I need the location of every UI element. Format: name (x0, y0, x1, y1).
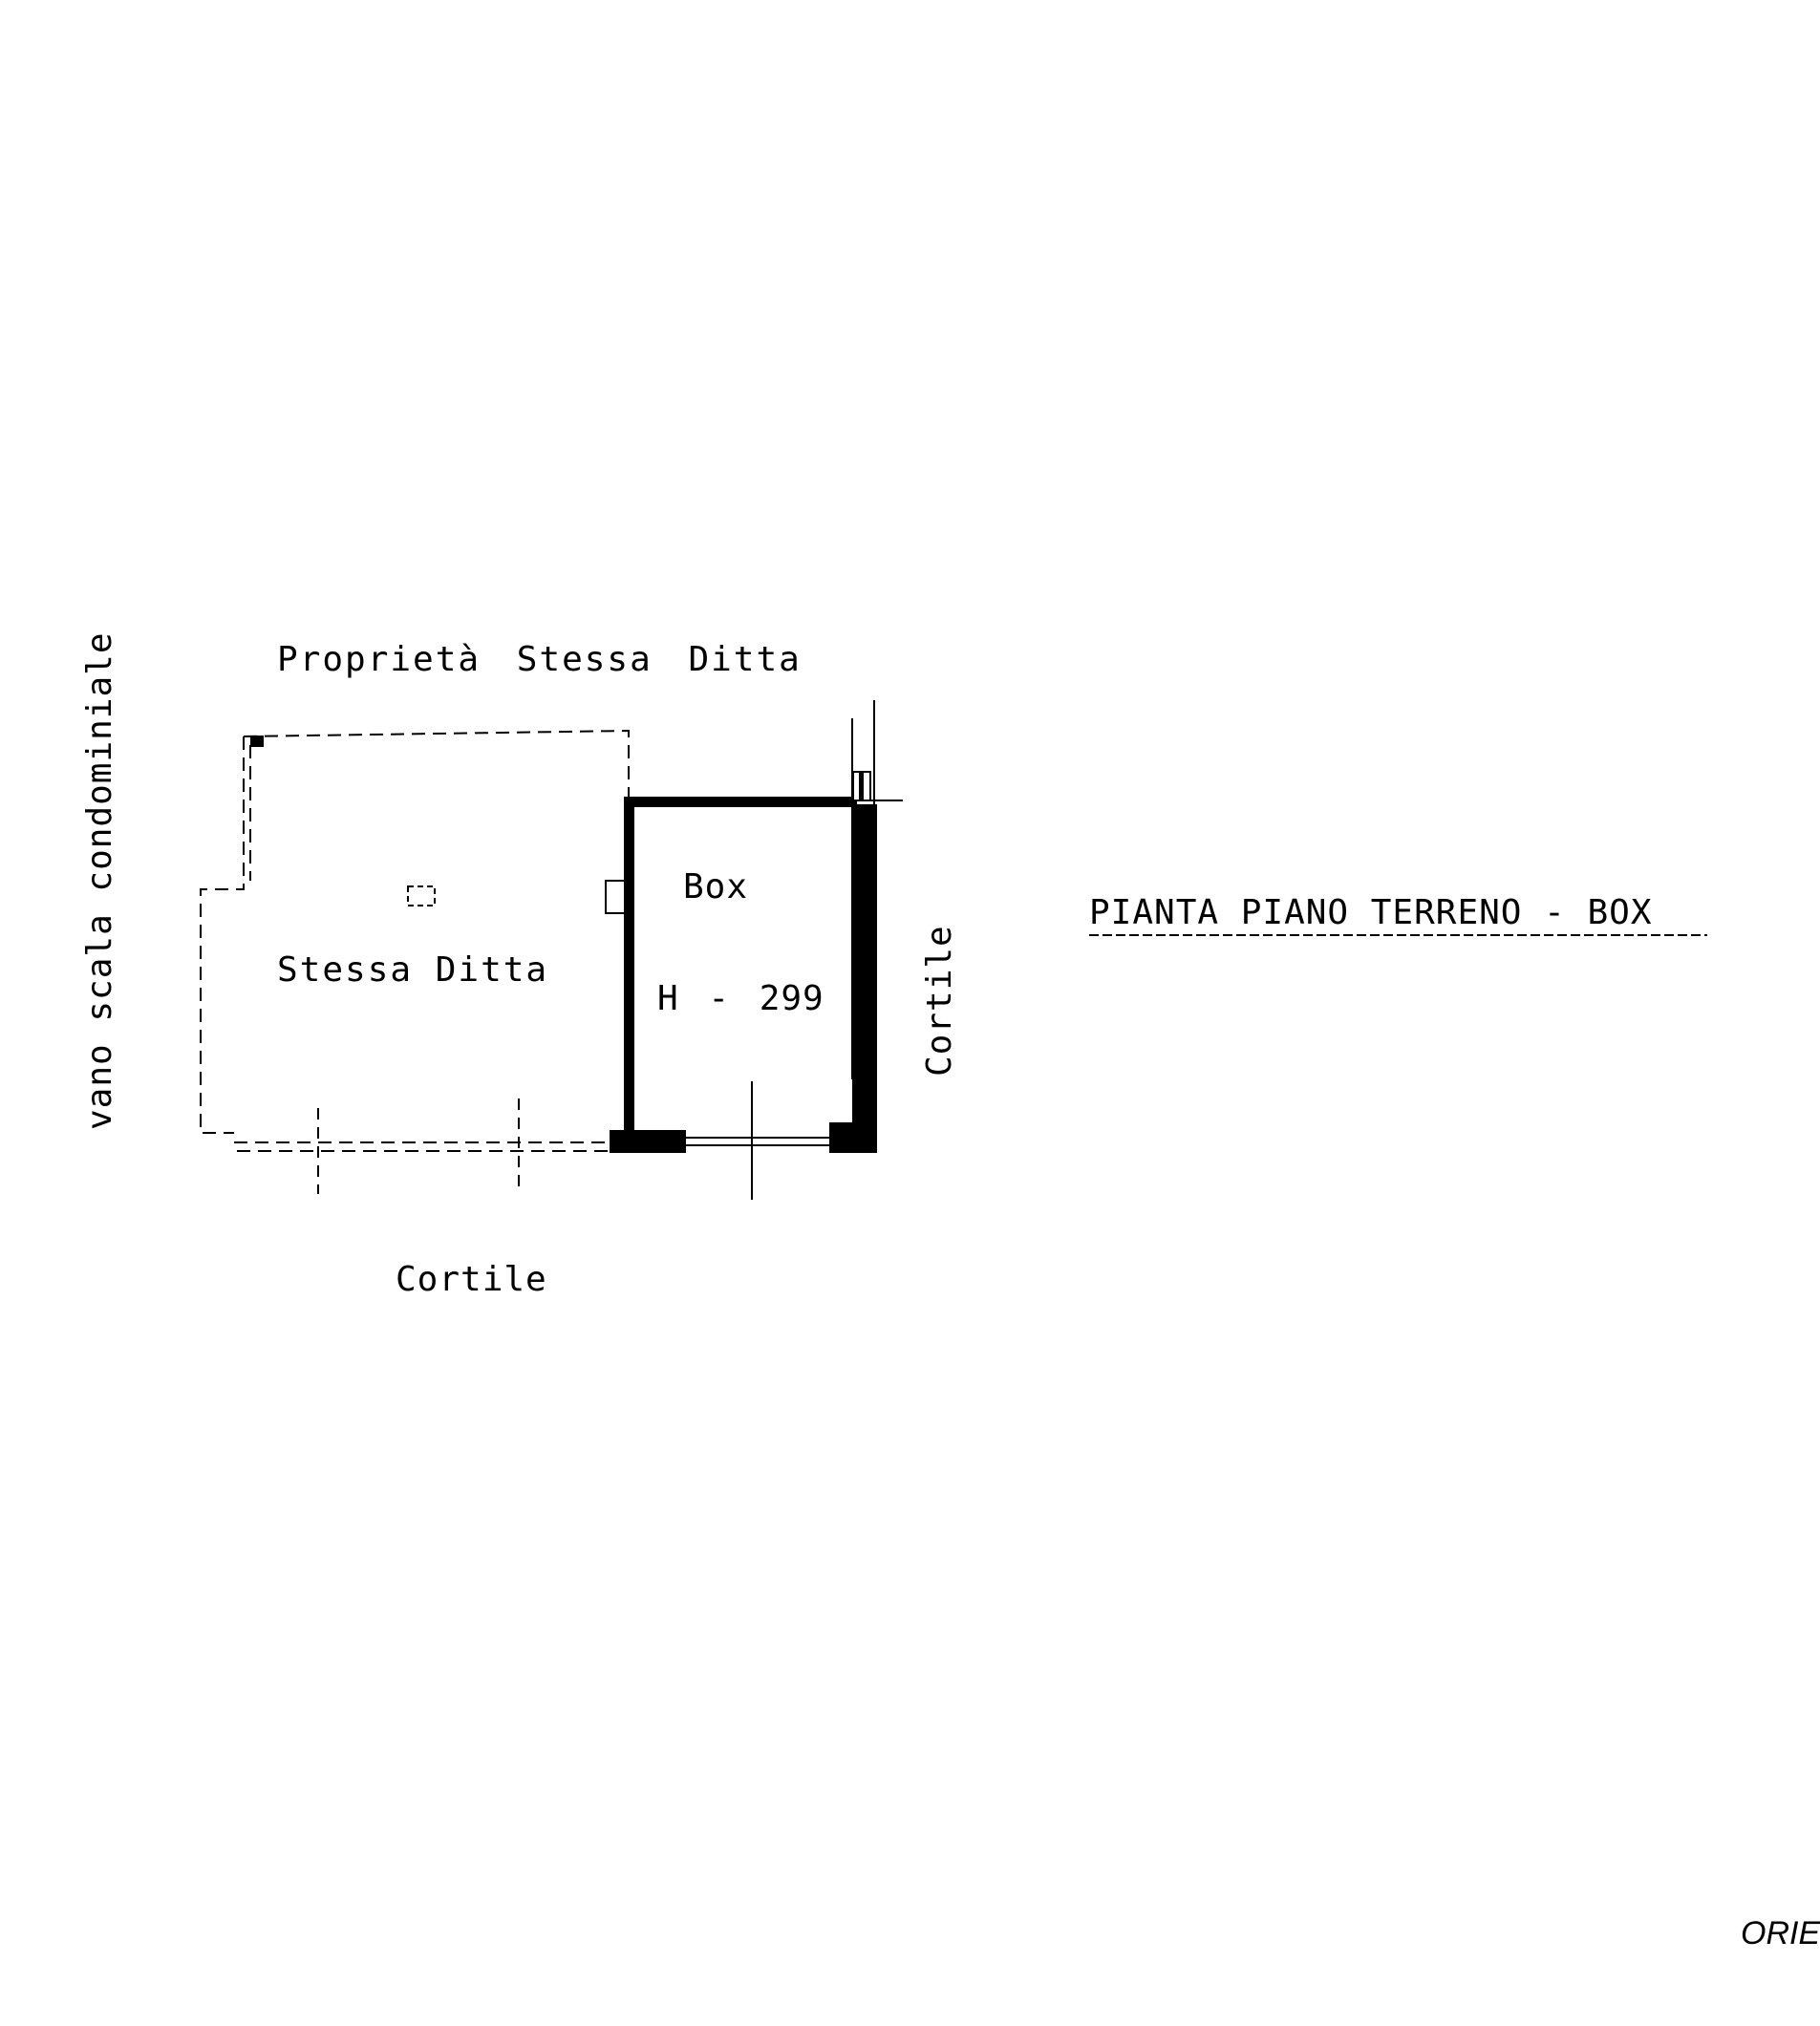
box-height-label: H - 299 (657, 979, 824, 1018)
box-walls (610, 797, 877, 1153)
bottom-side-label: Cortile (396, 1260, 547, 1299)
corner-note: ORIE (1741, 1915, 1820, 1951)
room-box-label: Box (683, 867, 748, 906)
left-side-label: vano scala condominiale (80, 632, 119, 1131)
wall-column-mark (859, 772, 864, 800)
top-neighbour-label: Proprietà Stessa Ditta (277, 640, 802, 679)
adjacent-property-outline (200, 729, 630, 1152)
garage-door (686, 1137, 831, 1146)
corner-mark (250, 736, 264, 747)
dimension-ticks (317, 1098, 520, 1194)
right-side-label: Cortile (920, 925, 959, 1077)
room-main-label: Stessa Ditta (277, 950, 548, 990)
door-mark (605, 880, 628, 914)
fixture-mark (407, 885, 436, 906)
plan-title: PIANTA PIANO TERRENO - BOX (1089, 893, 1653, 932)
